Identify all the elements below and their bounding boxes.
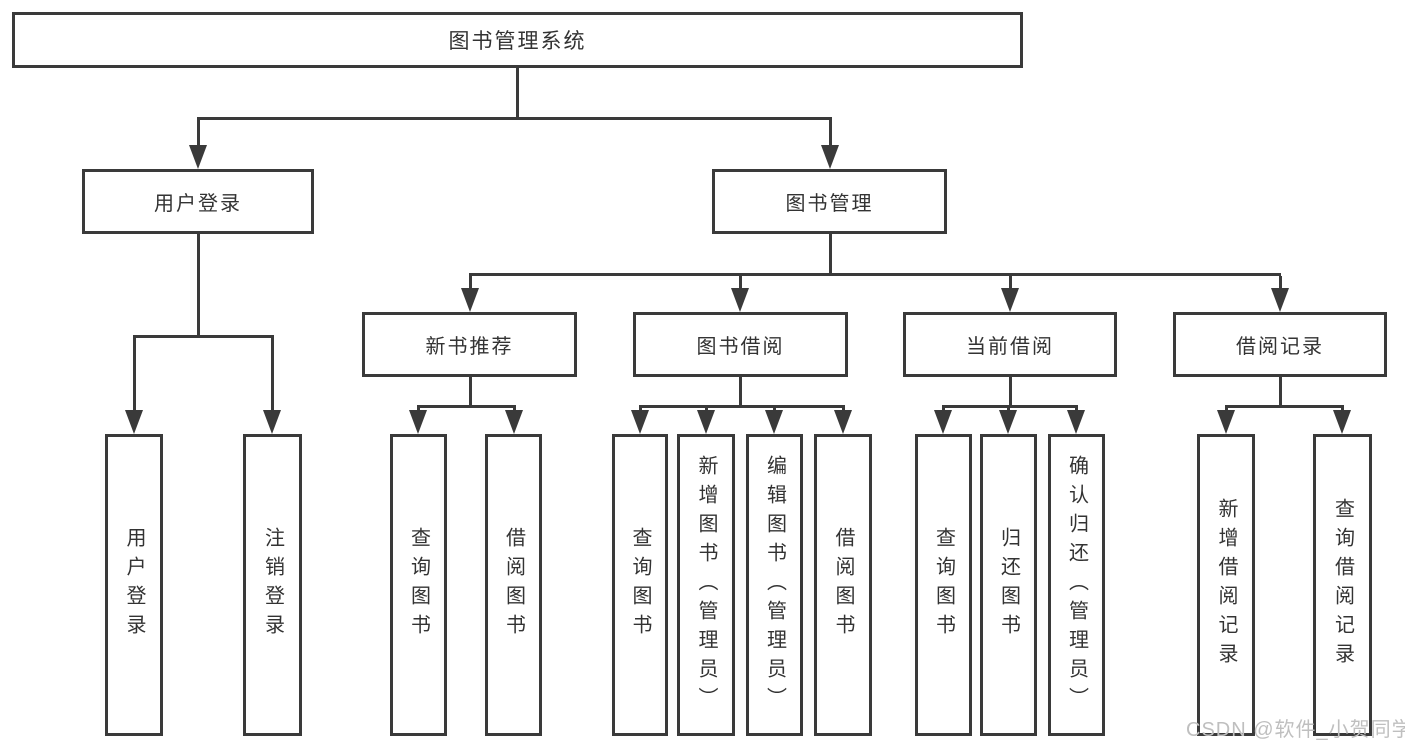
leaf-borrow-books-2: 借阅图书 [814, 434, 872, 736]
leaf-label: 查询图书 [407, 527, 430, 643]
connector-book-management-rail [469, 273, 1281, 276]
arrow-to-query-books-2-icon [631, 410, 649, 434]
arrow-to-book-borrowing-icon [731, 288, 749, 312]
arrow-to-edit-books-icon [765, 410, 783, 434]
connector-borrowing-records-drop [1279, 377, 1282, 408]
arrow-to-confirm-return-icon [1067, 410, 1085, 434]
connector-root-rail [197, 117, 832, 120]
leaf-borrow-books-1: 借阅图书 [485, 434, 542, 736]
node-label: 当前借阅 [966, 336, 1054, 358]
connector-user-login-rail [133, 335, 274, 338]
leaf-label: 查询图书 [932, 527, 955, 643]
arrow-to-query-books-3-icon [934, 410, 952, 434]
node-book-management: 图书管理 [712, 169, 947, 234]
leaf-logout: 注销登录 [243, 434, 302, 736]
connector-current-borrowing-rail [942, 405, 1078, 408]
leaf-query-borrow-record: 查询借阅记录 [1313, 434, 1372, 736]
leaf-label: 查询借阅记录 [1331, 498, 1354, 672]
leaf-label: 查询图书 [629, 527, 651, 643]
leaf-add-borrow-record: 新增借阅记录 [1197, 434, 1255, 736]
connector-book-management-drop [829, 234, 832, 276]
node-borrowing-records: 借阅记录 [1173, 312, 1387, 377]
connector-stem-book-management [829, 120, 832, 147]
connector-current-borrowing-drop [1009, 377, 1012, 408]
connector-stem-leaf-user-login [133, 338, 136, 412]
node-new-book-recommend: 新书推荐 [362, 312, 577, 377]
csdn-watermark: CSDN @软件_小贺同学 [1186, 719, 1405, 741]
leaf-user-login: 用户登录 [105, 434, 163, 736]
connector-root-drop [516, 68, 519, 120]
node-book-borrowing: 图书借阅 [633, 312, 848, 377]
node-user-login: 用户登录 [82, 169, 314, 234]
connector-stem-user-login [197, 120, 200, 147]
leaf-label: 注销登录 [261, 527, 284, 643]
leaf-return-books: 归还图书 [980, 434, 1037, 736]
connector-book-borrowing-rail [639, 405, 845, 408]
arrow-to-leaf-user-login-icon [125, 410, 143, 434]
connector-new-book-recommend-rail [417, 405, 516, 408]
arrow-to-user-login-icon [189, 145, 207, 169]
node-label: 图书管理系统 [448, 30, 587, 53]
arrow-to-borrow-books-2-icon [834, 410, 852, 434]
node-label: 用户登录 [154, 193, 242, 215]
connector-stem-current-borrowing [1009, 276, 1012, 290]
arrow-to-add-borrow-record-icon [1217, 410, 1235, 434]
connector-borrowing-records-rail [1225, 405, 1344, 408]
arrow-to-leaf-logout-icon [263, 410, 281, 434]
connector-stem-book-borrowing [739, 276, 742, 290]
node-label: 图书管理 [785, 193, 874, 215]
connector-stem-leaf-logout [271, 338, 274, 412]
node-label: 新书推荐 [425, 336, 514, 358]
node-label: 图书借阅 [696, 336, 785, 358]
connector-stem-new-book-recommend [469, 276, 472, 290]
leaf-query-books-2: 查询图书 [612, 434, 668, 736]
leaf-label: 确认归还（管理员） [1065, 454, 1088, 716]
leaf-confirm-return-admin: 确认归还（管理员） [1048, 434, 1105, 736]
connector-new-book-recommend-drop [469, 377, 472, 408]
node-current-borrowing: 当前借阅 [903, 312, 1117, 377]
arrow-to-current-borrowing-icon [1001, 288, 1019, 312]
leaf-label: 新增借阅记录 [1215, 498, 1237, 672]
arrow-to-borrow-books-1-icon [505, 410, 523, 434]
node-label: 借阅记录 [1236, 336, 1324, 358]
leaf-label: 借阅图书 [502, 527, 525, 643]
leaf-edit-books-admin: 编辑图书（管理员） [746, 434, 803, 736]
arrow-to-query-borrow-record-icon [1333, 410, 1351, 434]
connector-stem-borrowing-records [1279, 276, 1282, 290]
arrow-to-return-books-icon [999, 410, 1017, 434]
leaf-label: 用户登录 [123, 527, 145, 643]
leaf-query-books-3: 查询图书 [915, 434, 972, 736]
leaf-add-books-admin: 新增图书（管理员） [677, 434, 735, 736]
leaf-label: 编辑图书（管理员） [763, 454, 786, 716]
leaf-label: 归还图书 [997, 527, 1020, 643]
arrow-to-borrowing-records-icon [1271, 288, 1289, 312]
arrow-to-book-management-icon [821, 145, 839, 169]
leaf-query-books-1: 查询图书 [390, 434, 447, 736]
node-library-management-system: 图书管理系统 [12, 12, 1023, 68]
arrow-to-query-books-1-icon [409, 410, 427, 434]
leaf-label: 借阅图书 [832, 527, 854, 643]
leaf-label: 新增图书（管理员） [695, 454, 717, 716]
arrow-to-add-books-icon [697, 410, 715, 434]
arrow-to-new-book-recommend-icon [461, 288, 479, 312]
connector-user-login-drop [197, 234, 200, 338]
connector-book-borrowing-drop [739, 377, 742, 408]
